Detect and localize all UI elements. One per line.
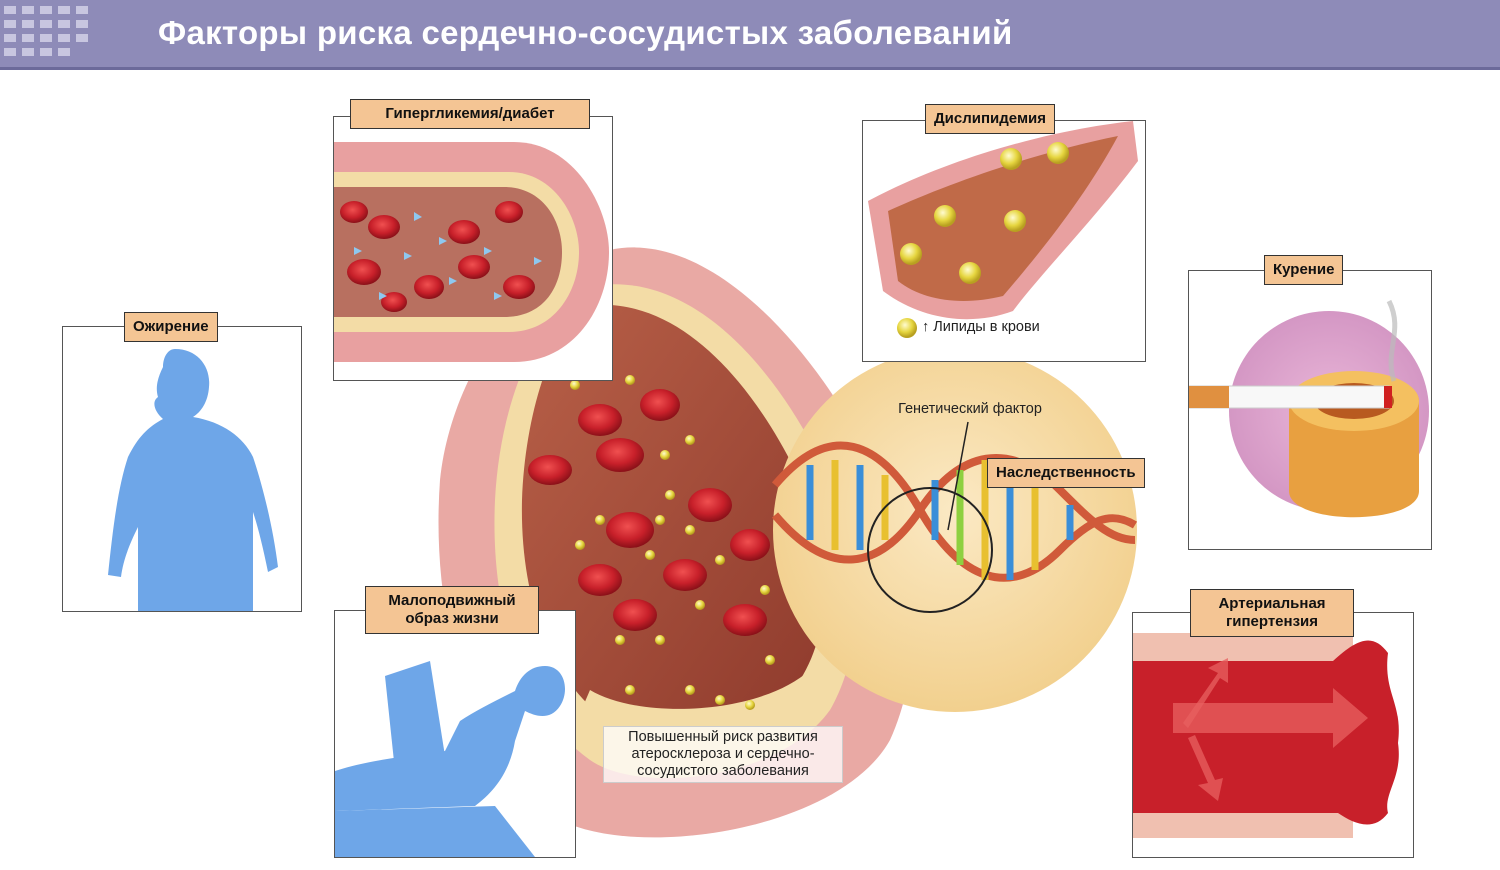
- heredity-circle: [773, 348, 1137, 712]
- header-dots-decoration: [4, 6, 88, 56]
- smoking-box: [1188, 270, 1432, 550]
- label-hypertension-line1: Артериальная: [1218, 595, 1326, 612]
- obesity-box: [62, 326, 302, 612]
- genetic-factor-pointer: [947, 421, 969, 531]
- page-title: Факторы риска сердечно-сосудистых заболе…: [158, 14, 1013, 51]
- label-sedentary-line2: образ жизни: [405, 610, 499, 627]
- label-dyslipidemia: Дислипидемия: [925, 104, 1056, 134]
- lipids-caption-text: Липиды в крови: [933, 319, 1040, 335]
- risk-caption-line3: сосудистого заболевания: [637, 763, 809, 779]
- up-arrow-icon: ↑: [922, 319, 930, 335]
- lipids-caption: ↑ Липиды в крови: [922, 319, 1040, 336]
- hypertension-artery-icon: [1133, 633, 1399, 838]
- label-sedentary: Малоподвижный образ жизни: [365, 586, 539, 634]
- risk-caption-line2: атеросклероза и сердечно-: [631, 746, 815, 762]
- obesity-silhouette-icon: [108, 349, 278, 611]
- dyslipidemia-vessel-icon: [868, 121, 1138, 338]
- label-hypertension-line2: гипертензия: [1225, 613, 1318, 630]
- label-hypertension: Артериальная гипертензия: [1190, 589, 1354, 637]
- risk-caption-line1: Повышенный риск развития: [628, 729, 818, 745]
- sedentary-silhouette-icon: [335, 661, 565, 857]
- risk-caption: Повышенный риск развития атеросклероза и…: [603, 726, 843, 783]
- hyperglycemia-box: [333, 116, 613, 381]
- label-heredity: Наследственность: [987, 458, 1145, 488]
- sedentary-box: [334, 610, 576, 858]
- hyperglycemia-vessel-icon: [334, 142, 609, 362]
- dyslipidemia-box: [862, 120, 1146, 362]
- cigarette-ashtray-icon: [1189, 299, 1429, 518]
- genetic-factor-caption: Генетический фактор: [898, 401, 1042, 417]
- label-smoking: Курение: [1264, 255, 1344, 285]
- page-header: Факторы риска сердечно-сосудистых заболе…: [0, 0, 1500, 70]
- label-sedentary-line1: Малоподвижный: [388, 592, 516, 609]
- label-hyperglycemia: Гипергликемия/диабет: [350, 99, 590, 129]
- dna-helix-icon: [771, 441, 1138, 613]
- hypertension-box: [1132, 612, 1414, 858]
- label-obesity: Ожирение: [124, 312, 218, 342]
